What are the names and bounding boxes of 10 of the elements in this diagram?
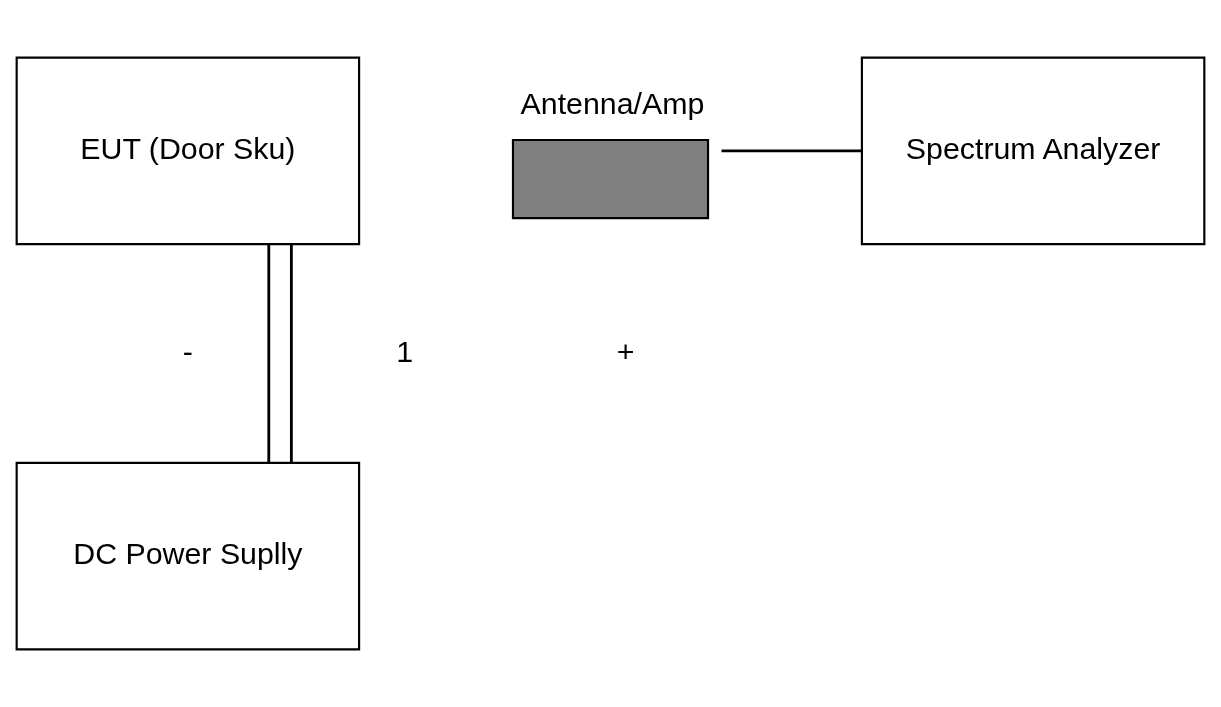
label: +	[616, 334, 635, 368]
node-box: EUT (Door Sku)	[15, 56, 361, 246]
node-box: Spectrum Analyzer	[860, 56, 1206, 246]
label: 1	[396, 334, 414, 368]
connector	[721, 149, 862, 153]
connector	[267, 244, 271, 463]
label: -	[182, 334, 193, 368]
node-label: Antenna/Amp	[520, 87, 705, 121]
connector	[289, 244, 293, 463]
node-box: DC Power Suplly	[15, 461, 361, 651]
